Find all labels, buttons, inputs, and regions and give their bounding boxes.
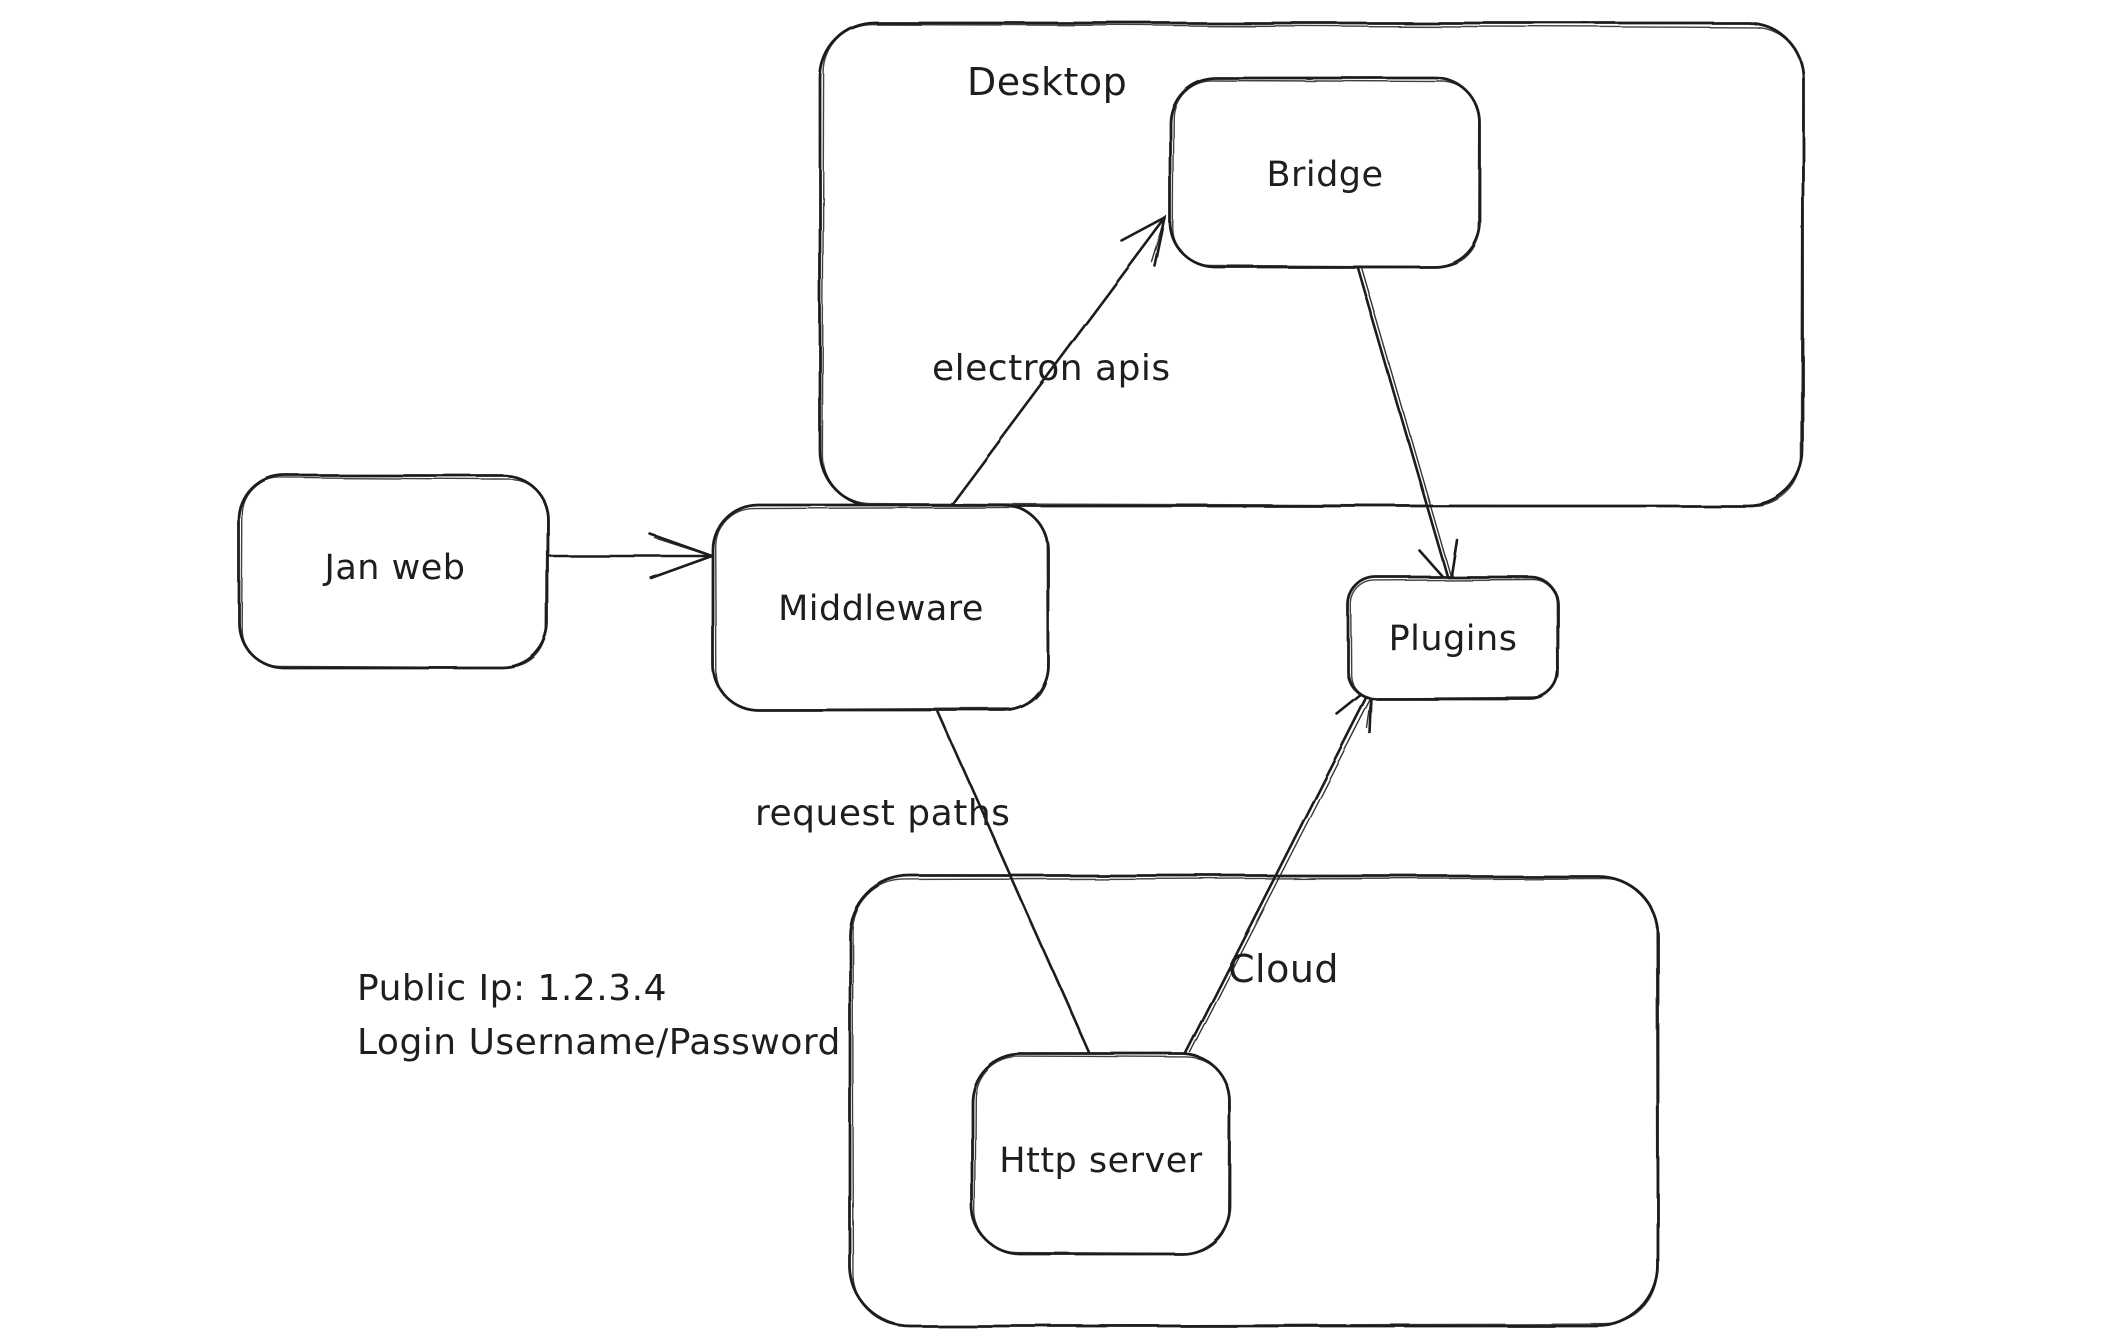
edge-middleware-to-httpserver-shaft xyxy=(936,710,1092,1056)
edge-middleware-to-httpserver[interactable] xyxy=(936,710,1092,1056)
edge-label-request-paths[interactable]: request paths xyxy=(755,793,1010,834)
cloud-container-sketch-overlay xyxy=(851,877,1659,1327)
node-http-server-sketch-overlay xyxy=(974,1055,1230,1255)
node-jan-web[interactable] xyxy=(237,473,550,670)
node-bridge-sketch-overlay xyxy=(1172,79,1480,268)
edge-middleware-to-bridge-shaft xyxy=(948,216,1167,508)
cloud-container-label[interactable]: Cloud xyxy=(1228,947,1339,991)
edge-bridge-to-plugins[interactable] xyxy=(1356,266,1459,587)
node-http-server-label: Http server xyxy=(999,1141,1203,1181)
annotation-login[interactable]: Login Username/Password xyxy=(357,1022,841,1063)
node-bridge-label: Bridge xyxy=(1266,155,1383,195)
node-bridge[interactable] xyxy=(1168,76,1482,269)
labels-layer: Desktop Cloud Jan web Middleware Bridge … xyxy=(323,60,1518,1181)
node-http-server-box xyxy=(970,1052,1232,1256)
edge-httpserver-to-plugins-shaft xyxy=(1183,684,1374,1056)
node-jan-web-box xyxy=(237,473,550,670)
cloud-container-box xyxy=(848,874,1660,1328)
node-middleware-sketch-overlay xyxy=(715,506,1048,711)
node-jan-web-label: Jan web xyxy=(323,548,466,588)
cloud-container[interactable] xyxy=(848,874,1660,1328)
desktop-container[interactable] xyxy=(818,21,1805,508)
edge-janweb-to-middleware-arrowhead-sketch xyxy=(654,537,715,558)
desktop-container-box xyxy=(818,21,1805,508)
node-jan-web-sketch-overlay xyxy=(240,476,548,669)
node-http-server[interactable] xyxy=(970,1052,1232,1256)
node-plugins[interactable] xyxy=(1346,575,1560,701)
node-plugins-label: Plugins xyxy=(1389,619,1518,659)
edge-bridge-to-plugins-shaft-sketch xyxy=(1361,268,1453,581)
nodes-layer xyxy=(237,76,1560,1256)
node-middleware-label: Middleware xyxy=(778,589,984,629)
edge-middleware-to-bridge[interactable] xyxy=(948,215,1167,508)
node-plugins-box xyxy=(1346,575,1560,701)
edge-janweb-to-middleware[interactable] xyxy=(543,532,715,580)
edge-middleware-to-bridge-arrowhead-sketch xyxy=(1151,215,1167,263)
node-middleware-box xyxy=(711,503,1050,712)
annotation-public-ip[interactable]: Public Ip: 1.2.3.4 xyxy=(357,968,667,1009)
node-plugins-sketch-overlay xyxy=(1350,578,1558,700)
node-bridge-box xyxy=(1168,76,1482,269)
edge-label-electron-apis[interactable]: electron apis xyxy=(932,348,1171,389)
edge-bridge-to-plugins-shaft xyxy=(1356,266,1452,587)
edge-httpserver-to-plugins[interactable] xyxy=(1183,683,1377,1056)
node-middleware[interactable] xyxy=(711,503,1050,712)
desktop-container-label[interactable]: Desktop xyxy=(967,60,1127,104)
edge-httpserver-to-plugins-shaft-sketch xyxy=(1189,687,1377,1053)
desktop-container-sketch-overlay xyxy=(821,23,1804,508)
